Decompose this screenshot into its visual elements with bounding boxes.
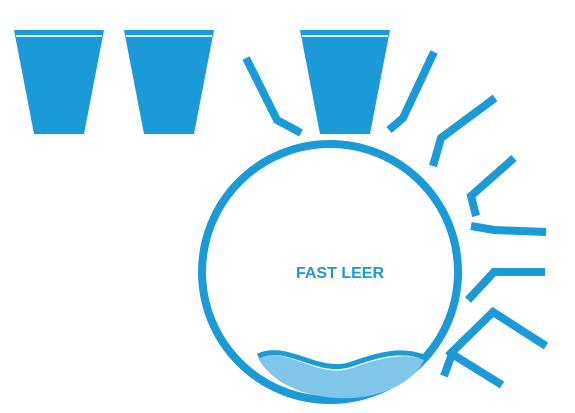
spoke-2 <box>389 52 434 130</box>
cup-2 <box>124 30 214 134</box>
spoke-6 <box>468 272 545 300</box>
spoke-3 <box>433 98 495 166</box>
cup-3 <box>300 30 390 134</box>
cup-2-body <box>124 30 214 134</box>
spoke-5 <box>471 226 546 232</box>
drum-label: FAST LEER <box>296 265 384 282</box>
spoke-7 <box>448 312 546 356</box>
cup-3-body <box>300 30 390 134</box>
spoke-4 <box>471 158 514 216</box>
spoke-1 <box>246 58 301 133</box>
cup-1-body <box>14 30 104 134</box>
cup-1 <box>14 30 104 134</box>
spoke-8 <box>444 354 502 385</box>
